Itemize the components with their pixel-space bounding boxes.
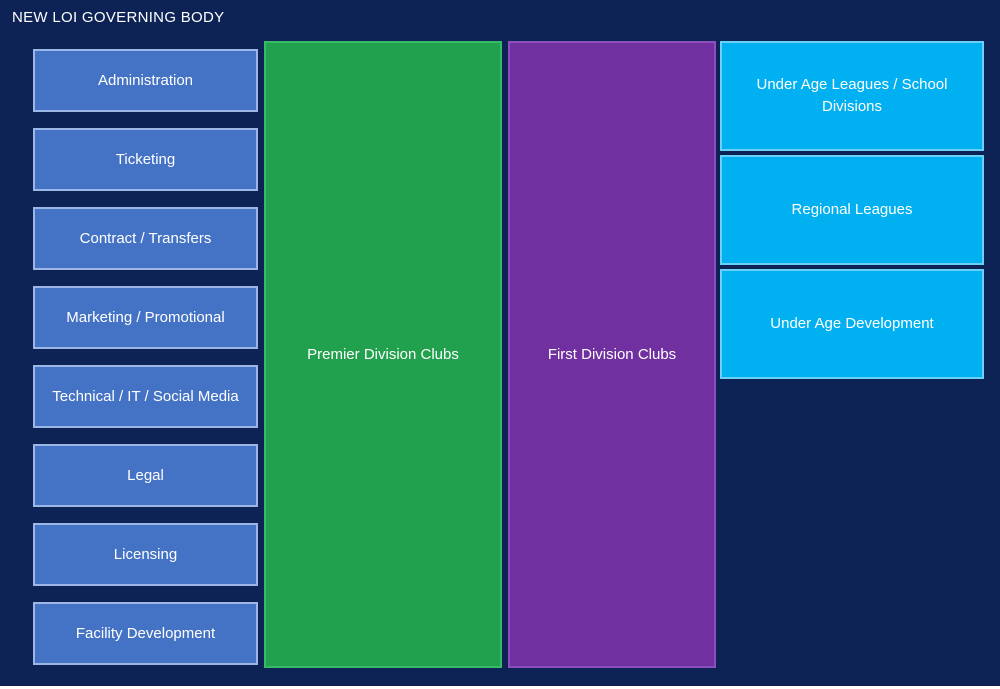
diagram-title: NEW LOI GOVERNING BODY xyxy=(12,9,225,26)
dept-box-facility-development: Facility Development xyxy=(33,602,258,665)
dept-box-administration: Administration xyxy=(33,49,258,112)
first-division-clubs-box: First Division Clubs xyxy=(508,41,716,668)
youth-box-under-age-development: Under Age Development xyxy=(720,269,984,379)
youth-structures-column: Under Age Leagues / School Divisions Reg… xyxy=(720,41,984,379)
departments-column: Administration Ticketing Contract / Tran… xyxy=(33,49,258,665)
dept-box-legal: Legal xyxy=(33,444,258,507)
youth-box-under-age-leagues-school-divisions: Under Age Leagues / School Divisions xyxy=(720,41,984,151)
dept-box-marketing-promotional: Marketing / Promotional xyxy=(33,286,258,349)
dept-box-licensing: Licensing xyxy=(33,523,258,586)
youth-box-regional-leagues: Regional Leagues xyxy=(720,155,984,265)
dept-box-ticketing: Ticketing xyxy=(33,128,258,191)
dept-box-contract-transfers: Contract / Transfers xyxy=(33,207,258,270)
premier-division-clubs-box: Premier Division Clubs xyxy=(264,41,502,668)
dept-box-technical-it-social-media: Technical / IT / Social Media xyxy=(33,365,258,428)
